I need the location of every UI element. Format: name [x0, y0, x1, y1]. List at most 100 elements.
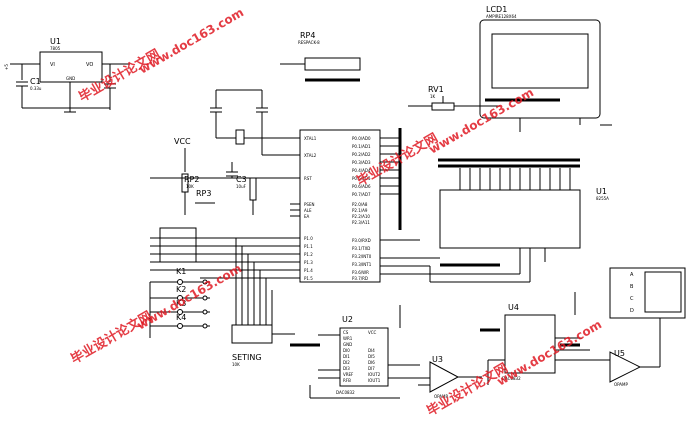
k2-label: K2 [176, 285, 186, 294]
dac-u2-di4: DI4 [368, 348, 375, 353]
u4-part: DAC0832 [502, 376, 521, 381]
mcu-xtal2: XTAL2 [304, 153, 317, 158]
ppi-part: 8255A [596, 196, 609, 201]
switch-k1[interactable] [177, 279, 183, 285]
seting-part: 10K [232, 362, 240, 367]
scope-channel-d: D [630, 308, 634, 314]
u4-ref: U4 [508, 303, 519, 312]
c1-ref: C1 [30, 77, 41, 86]
watermark: 毕业设计论文网 [424, 360, 511, 419]
mcu-p2-3: P2.3/A11 [352, 220, 370, 225]
c3-value: 10uF [236, 184, 247, 189]
ppi-body [439, 189, 581, 249]
switch-contacts [177, 279, 208, 329]
rp2-ref: RP2 [184, 175, 199, 184]
vo-pin: VO [86, 62, 93, 68]
u2-ref: U2 [342, 315, 353, 324]
dac-u2-gnd: GND [343, 342, 352, 347]
dac-u2-di3: DI3 [343, 366, 350, 371]
ppi-ref: U1 [596, 187, 607, 196]
u3-part: OPAMP [434, 394, 448, 399]
crystal-body [235, 129, 245, 145]
mcu-p3-3: P3.3/INT1 [352, 262, 372, 267]
opamp-u3-body [429, 361, 460, 393]
r-reset [249, 177, 257, 201]
mcu-p2-0: P2.0/A8 [352, 202, 368, 207]
lcd-screen [491, 33, 589, 89]
dac-u2-rfb: RFB [343, 378, 351, 383]
dac-u2-body [339, 327, 389, 387]
mcu-p3-1: P3.1/TXD [352, 246, 370, 251]
scope-screen [644, 271, 682, 313]
scope-channel-c: C [630, 296, 634, 302]
seting-label: SETING [232, 353, 262, 362]
switch-k2[interactable] [177, 295, 183, 301]
mcu-p1-4: P1.4 [304, 268, 313, 273]
watermark: www.doc163.com [495, 317, 605, 388]
scope-body [609, 267, 686, 319]
mcu-p0-2: P0.2/AD2 [352, 152, 371, 157]
dac-u2-di6: DI6 [368, 360, 375, 365]
dac-u2-di5: DI5 [368, 354, 375, 359]
seting-body [231, 324, 273, 344]
mcu-p1-1: P1.1 [304, 244, 313, 249]
dac-u2-cs: CS [343, 330, 349, 335]
watermarks: 毕业设计论文网 www.doc163.com 毕业设计论文网 www.doc16… [68, 5, 604, 419]
dac-u2-vref: VREF [343, 372, 354, 377]
k4-label: K4 [176, 313, 186, 322]
p1-dip-block [159, 227, 197, 263]
dac-u2-di2: DI2 [343, 360, 350, 365]
dac-u2-di0: DI0 [343, 348, 350, 353]
rp2-part: 10K [186, 184, 194, 189]
c1-value: 0.33u [30, 86, 42, 91]
u2-part: DAC0832 [336, 390, 355, 395]
c3-ref: C3 [236, 175, 247, 184]
mcu-p1-5: P1.5 [304, 276, 313, 281]
mcu-pins: XTAL1 XTAL2 RST PSEN ALE EA P0.0/AD0 P0.… [304, 136, 372, 281]
rp3-ref: RP3 [196, 189, 211, 198]
mcu-p3-2: P3.2/INT0 [352, 254, 372, 259]
rv1-value: 1K [430, 94, 436, 99]
lcd1-part: AMPIRE128X64 [486, 14, 517, 19]
lcd1-ref: LCD1 [486, 5, 507, 14]
dac-u2-pins: CS WR1 GND DI0 DI1 DI2 DI3 VREF RFB VCC … [343, 330, 381, 383]
switch-k3[interactable] [177, 309, 183, 315]
rv1-body [431, 102, 455, 111]
u3-ref: U3 [432, 355, 443, 364]
regulator-body [39, 51, 103, 83]
u1-reg-part: 7805 [50, 46, 61, 51]
k1-label: K1 [176, 267, 186, 276]
scope-channel-b: B [630, 284, 634, 290]
mcu-p0-5: P0.5/AD5 [352, 176, 371, 181]
dac-u2-iout1: IOUT1 [368, 378, 381, 383]
lcd-frame [479, 19, 601, 119]
dac-u2-vcc: VCC [368, 330, 377, 335]
mcu-p2-1: P2.1/A9 [352, 208, 368, 213]
mcu-p2-2: P2.2/A10 [352, 214, 370, 219]
mcu-p0-6: P0.6/AD6 [352, 184, 371, 189]
u5-part: OPAMP [614, 382, 628, 387]
k3-label: K3 [176, 299, 186, 308]
watermark: 毕业设计论文网 [76, 46, 163, 105]
vi-pin: VI [50, 62, 55, 68]
mcu-ea: EA [304, 214, 310, 219]
bus-bars [290, 78, 580, 347]
mcu-body [299, 129, 381, 283]
dac-u2-di7: DI7 [368, 366, 375, 371]
dac-u2-di1: DI1 [343, 354, 350, 359]
mcu-p1-2: P1.2 [304, 252, 313, 257]
rp4-body [304, 57, 361, 71]
watermark: www.doc163.com [137, 5, 247, 76]
dac-u4-body [504, 314, 556, 374]
mcu-p3-0: P3.0/RXD [352, 238, 371, 243]
scope-channel-a: A [630, 272, 634, 278]
mcu-rst: RST [304, 176, 312, 181]
mcu-ale: ALE [304, 208, 312, 213]
mcu-psen: PSEN [304, 202, 314, 207]
mcu-p0-4: P0.4/AD4 [352, 168, 371, 173]
switch-k4[interactable] [177, 323, 183, 329]
vin-label: +5 [4, 64, 9, 70]
u5-ref: U5 [614, 349, 625, 358]
mcu-xtal1: XTAL1 [304, 136, 317, 141]
